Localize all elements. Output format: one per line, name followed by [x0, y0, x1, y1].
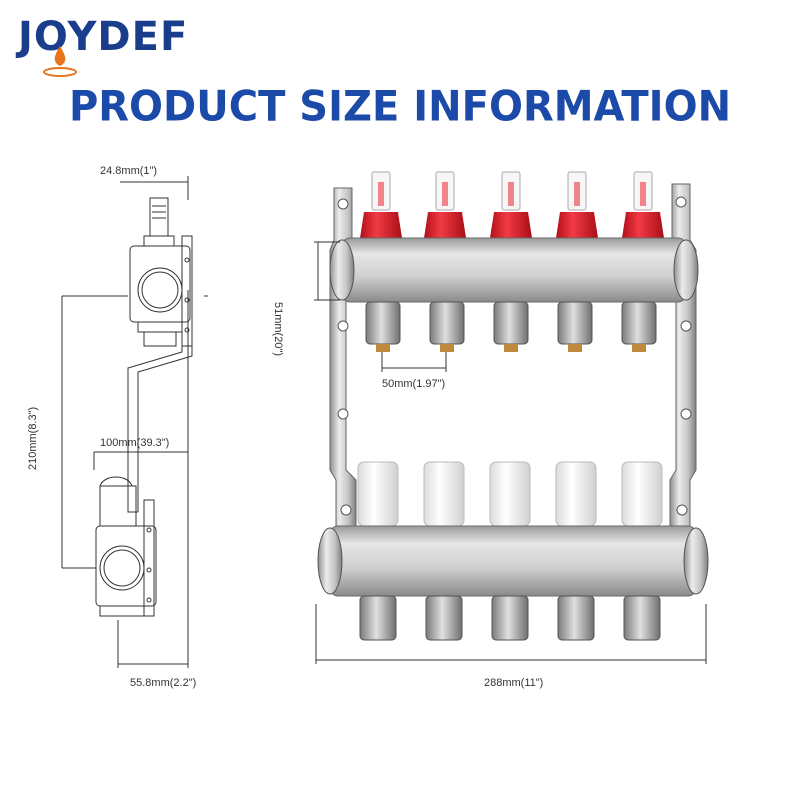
dim-top-width: 24.8mm(1") — [100, 165, 158, 177]
manifold-drawing — [314, 171, 709, 664]
flowmeter-5 — [622, 171, 664, 238]
flowmeter-2 — [424, 171, 466, 238]
bottom-outlets — [359, 595, 661, 641]
top-manifold-bar — [329, 237, 699, 303]
flowmeter-4 — [556, 171, 598, 238]
right-bracket — [669, 183, 697, 541]
dim-bar-height: 51mm(20") — [272, 302, 284, 357]
dim-total-length: 288mm(11") — [484, 677, 544, 689]
dim-depth: 55.8mm(2.2") — [130, 677, 197, 689]
side-view-drawing — [61, 176, 208, 668]
bottom-manifold-bar — [317, 525, 709, 597]
dim-pipe-width: 100mm(39.3") — [100, 437, 170, 449]
flowmeter-1 — [360, 171, 402, 238]
dim-total-height: 210mm(8.3") — [27, 406, 39, 470]
flowmeters — [360, 171, 664, 238]
page-title: PRODUCT SIZE INFORMATION — [68, 82, 732, 132]
logo-text: JOYDEF — [18, 14, 189, 60]
dim-outlet-spacing: 50mm(1.97") — [382, 378, 446, 390]
dimension-lines — [314, 241, 707, 664]
valve-caps — [357, 461, 663, 527]
top-outlets — [365, 301, 657, 352]
brand-logo: JOYDEF — [18, 14, 188, 60]
flowmeter-3 — [490, 171, 532, 238]
